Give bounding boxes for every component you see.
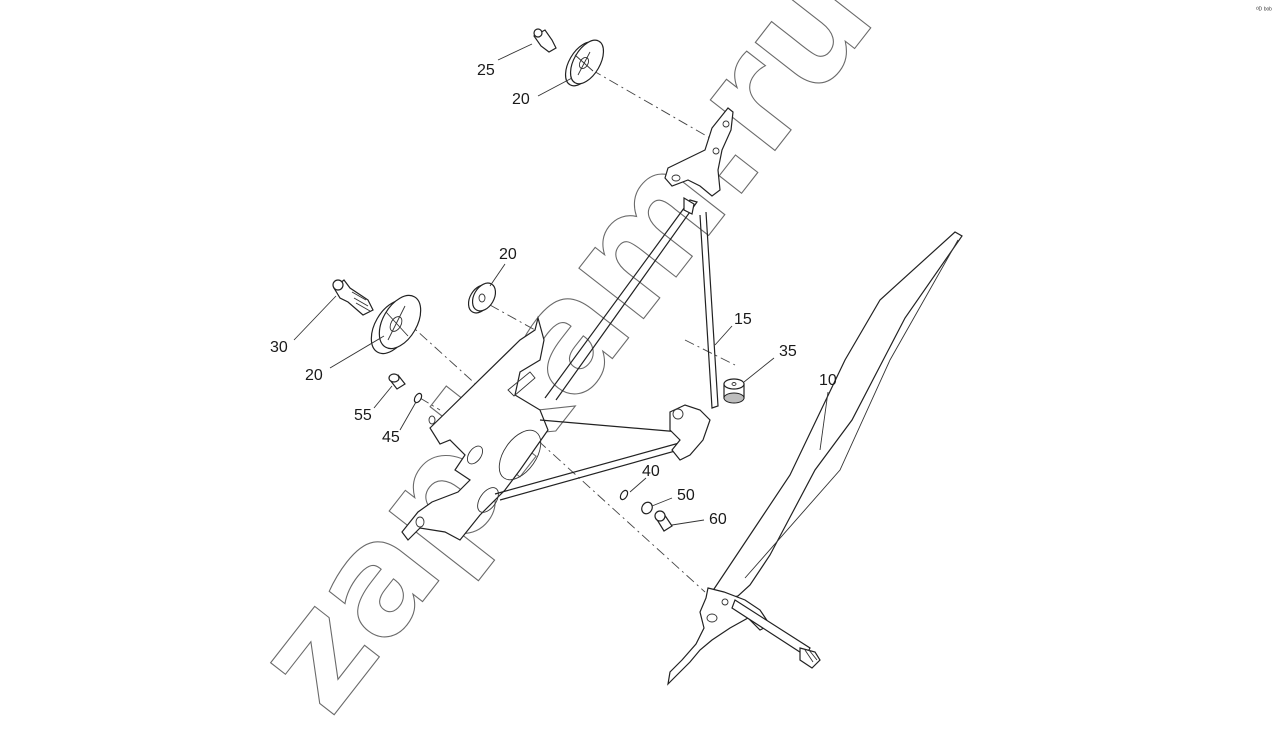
part-60-sleeve [654,510,673,532]
callout-60: 60 [709,511,727,528]
center-lines [404,69,736,593]
axis-line-buffer [684,339,736,366]
callout-25: 25 [477,62,495,79]
callout-30: 30 [270,339,288,356]
part-35-buffer [723,378,745,404]
part-50-bushing [641,501,653,515]
axis-line-bushing [419,397,441,411]
part-55-bushing [388,373,406,390]
callout-40: 40 [642,463,660,480]
callout-20-top: 20 [512,91,530,108]
corner-mark: ⁰ᴰ ᵇᵒᵇ [1256,6,1272,14]
axis-line-roller [489,304,536,331]
part-20-roller-middle [467,282,497,314]
callouts: 25 20 20 30 20 55 45 15 35 10 40 50 60 [270,62,837,528]
callout-55: 55 [354,407,372,424]
callout-20-middle: 20 [499,246,517,263]
part-25-pin [533,28,557,53]
callout-10: 10 [819,372,837,389]
callout-50: 50 [677,487,695,504]
callout-15: 15 [734,311,752,328]
callout-45: 45 [382,429,400,446]
callout-35: 35 [779,343,797,360]
part-40-washer [619,489,629,501]
part-30-bolt [332,279,374,316]
part-15-bracket [401,107,734,541]
axis-line-upper [591,69,711,139]
axis-line-main [404,319,706,593]
part-20-roller-left [370,294,422,355]
leader-lines [293,43,829,526]
part-20-roller-top [564,39,605,87]
callout-20-left: 20 [305,367,323,384]
part-10-pedal [667,231,963,686]
